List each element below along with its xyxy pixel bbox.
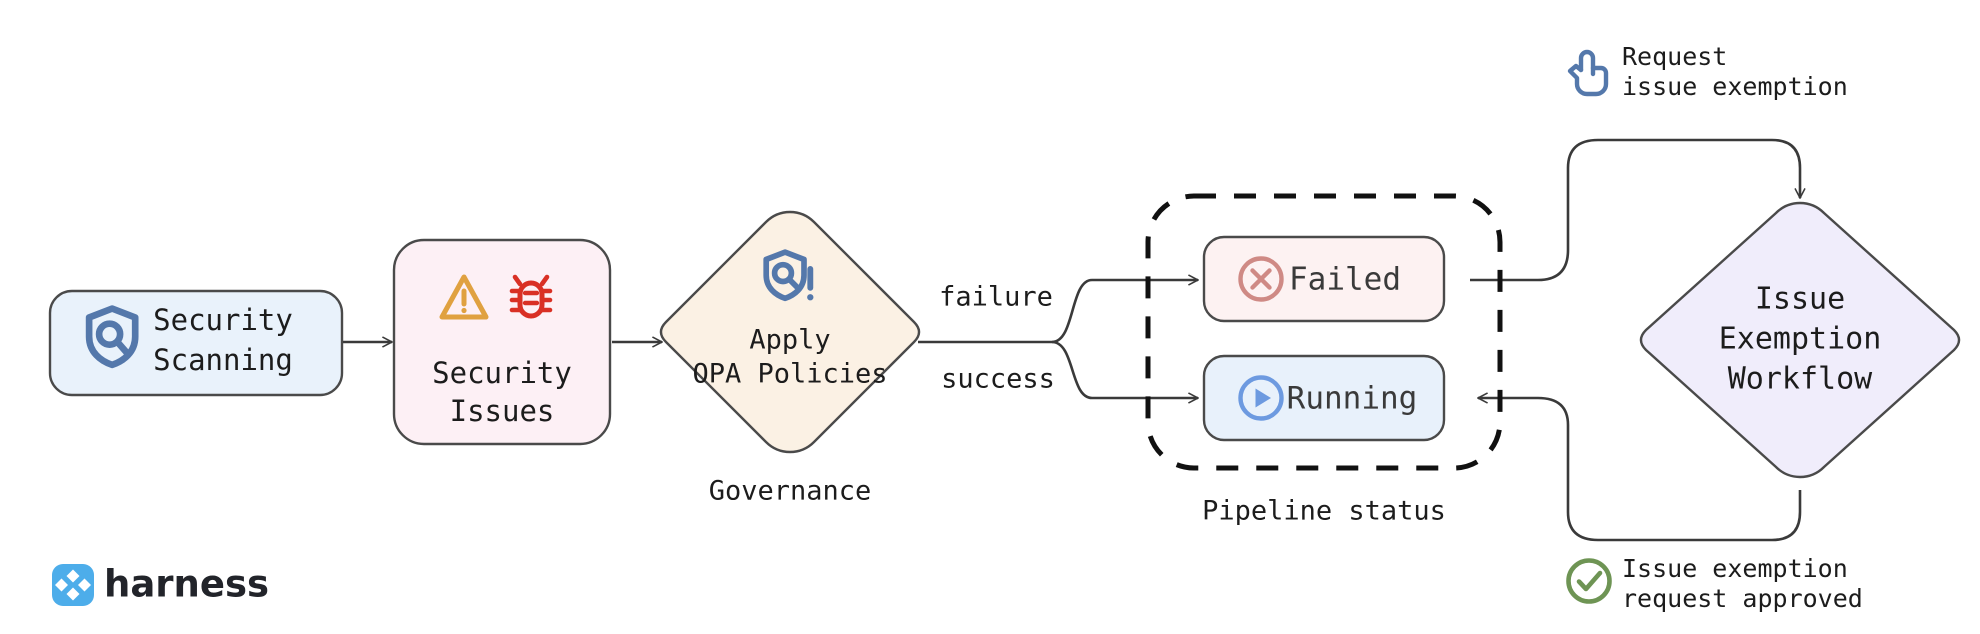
apply-opa-label-line2: OPA Policies [692,359,887,390]
node-issue-exemption-workflow[interactable]: Issue Exemption Workflow [1639,201,1961,479]
security-issues-label-line2: Issues [450,394,555,428]
issue-exemption-workflow-label-line3: Workflow [1728,362,1873,397]
security-scanning-label-line2: Scanning [153,343,293,377]
apply-opa-label-line1: Apply [749,325,830,356]
harness-logo-icon [52,564,94,606]
edge-label-success: success [941,364,1055,395]
issue-exemption-workflow-label-line2: Exemption [1719,322,1882,357]
node-failed[interactable]: Failed [1202,235,1446,323]
click-hand-icon [1567,49,1609,97]
pipeline-status-boundary [1145,193,1503,471]
security-scanning-label-line1: Security [153,303,293,337]
harness-logo-text: harness [104,563,269,606]
issue-exemption-workflow-diamond[interactable] [1639,201,1961,479]
request-approved-line2: request approved [1622,584,1863,613]
node-running[interactable]: Running [1202,354,1446,442]
issue-exemption-workflow-label-line1: Issue [1755,282,1845,317]
shield-search-alert-icon [763,249,814,302]
play-circle-icon [1238,375,1284,421]
edges-layer [342,138,1802,542]
bug-icon [509,274,553,319]
annotation-request-issue-exemption: Request issue exemption [1567,42,1848,101]
edge-opa-to-failed [1051,280,1198,344]
node-security-scanning[interactable]: Security Scanning [48,289,344,397]
harness-logo: harness [52,563,269,606]
apply-opa-diamond[interactable] [659,210,921,454]
request-approved-line1: Issue exemption [1622,554,1848,583]
shield-search-icon [85,305,139,369]
failed-label: Failed [1289,262,1401,298]
edge-failed-to-workflow [1470,138,1800,282]
request-issue-exemption-line2: issue exemption [1622,72,1848,101]
pipeline-status-group: Pipeline status [1145,193,1503,527]
security-issues-label-line1: Security [432,356,572,390]
annotation-request-approved: Issue exemption request approved [1566,554,1863,613]
governance-label: Governance [709,476,872,507]
circle-x-icon [1238,256,1284,302]
security-scanning-box[interactable] [48,289,344,397]
pipeline-status-label: Pipeline status [1202,496,1446,527]
security-issues-box[interactable] [392,238,612,446]
check-circle-icon [1566,558,1612,604]
request-issue-exemption-line1: Request [1622,42,1727,71]
node-apply-opa-policies[interactable]: Apply OPA Policies Governance [659,210,921,507]
edge-opa-to-running [1051,340,1198,398]
running-label: Running [1287,381,1418,417]
edge-label-failure: failure [939,282,1053,313]
warning-triangle-icon [439,274,489,320]
edge-workflow-to-running [1478,398,1802,542]
node-security-issues[interactable]: Security Issues [392,238,612,446]
